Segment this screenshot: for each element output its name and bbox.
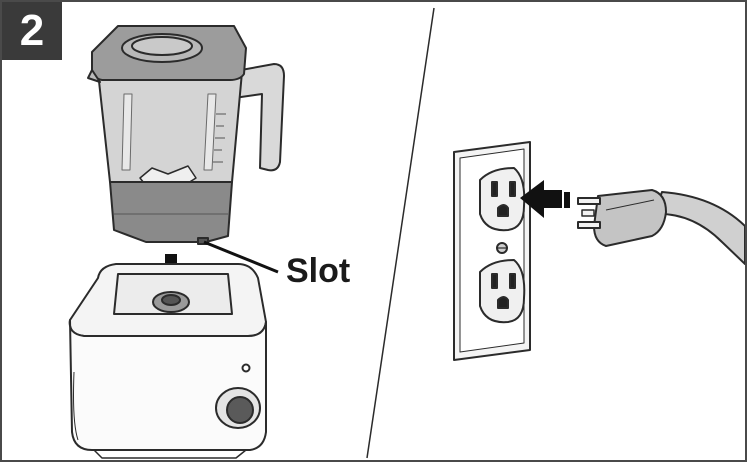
plug-body bbox=[593, 189, 667, 247]
blender-base bbox=[68, 263, 267, 459]
wall-outlet bbox=[453, 141, 531, 361]
slot-label: Slot bbox=[286, 252, 351, 290]
power-indicator bbox=[241, 363, 251, 373]
jar-handle bbox=[229, 63, 285, 172]
base-body bbox=[68, 319, 267, 451]
right-arrow-icon bbox=[520, 180, 570, 218]
blender-jar bbox=[87, 25, 285, 245]
step-number-badge: 2 bbox=[2, 2, 62, 60]
plug-prong bbox=[577, 197, 601, 205]
upper-receptacle bbox=[479, 167, 526, 232]
power-plug-icon bbox=[577, 189, 745, 265]
jar-body bbox=[97, 71, 243, 183]
power-cord bbox=[653, 191, 745, 265]
lower-receptacle bbox=[479, 259, 526, 324]
panel-divider bbox=[366, 7, 435, 459]
slot-leader-line bbox=[203, 240, 279, 274]
jar-base bbox=[109, 181, 233, 243]
